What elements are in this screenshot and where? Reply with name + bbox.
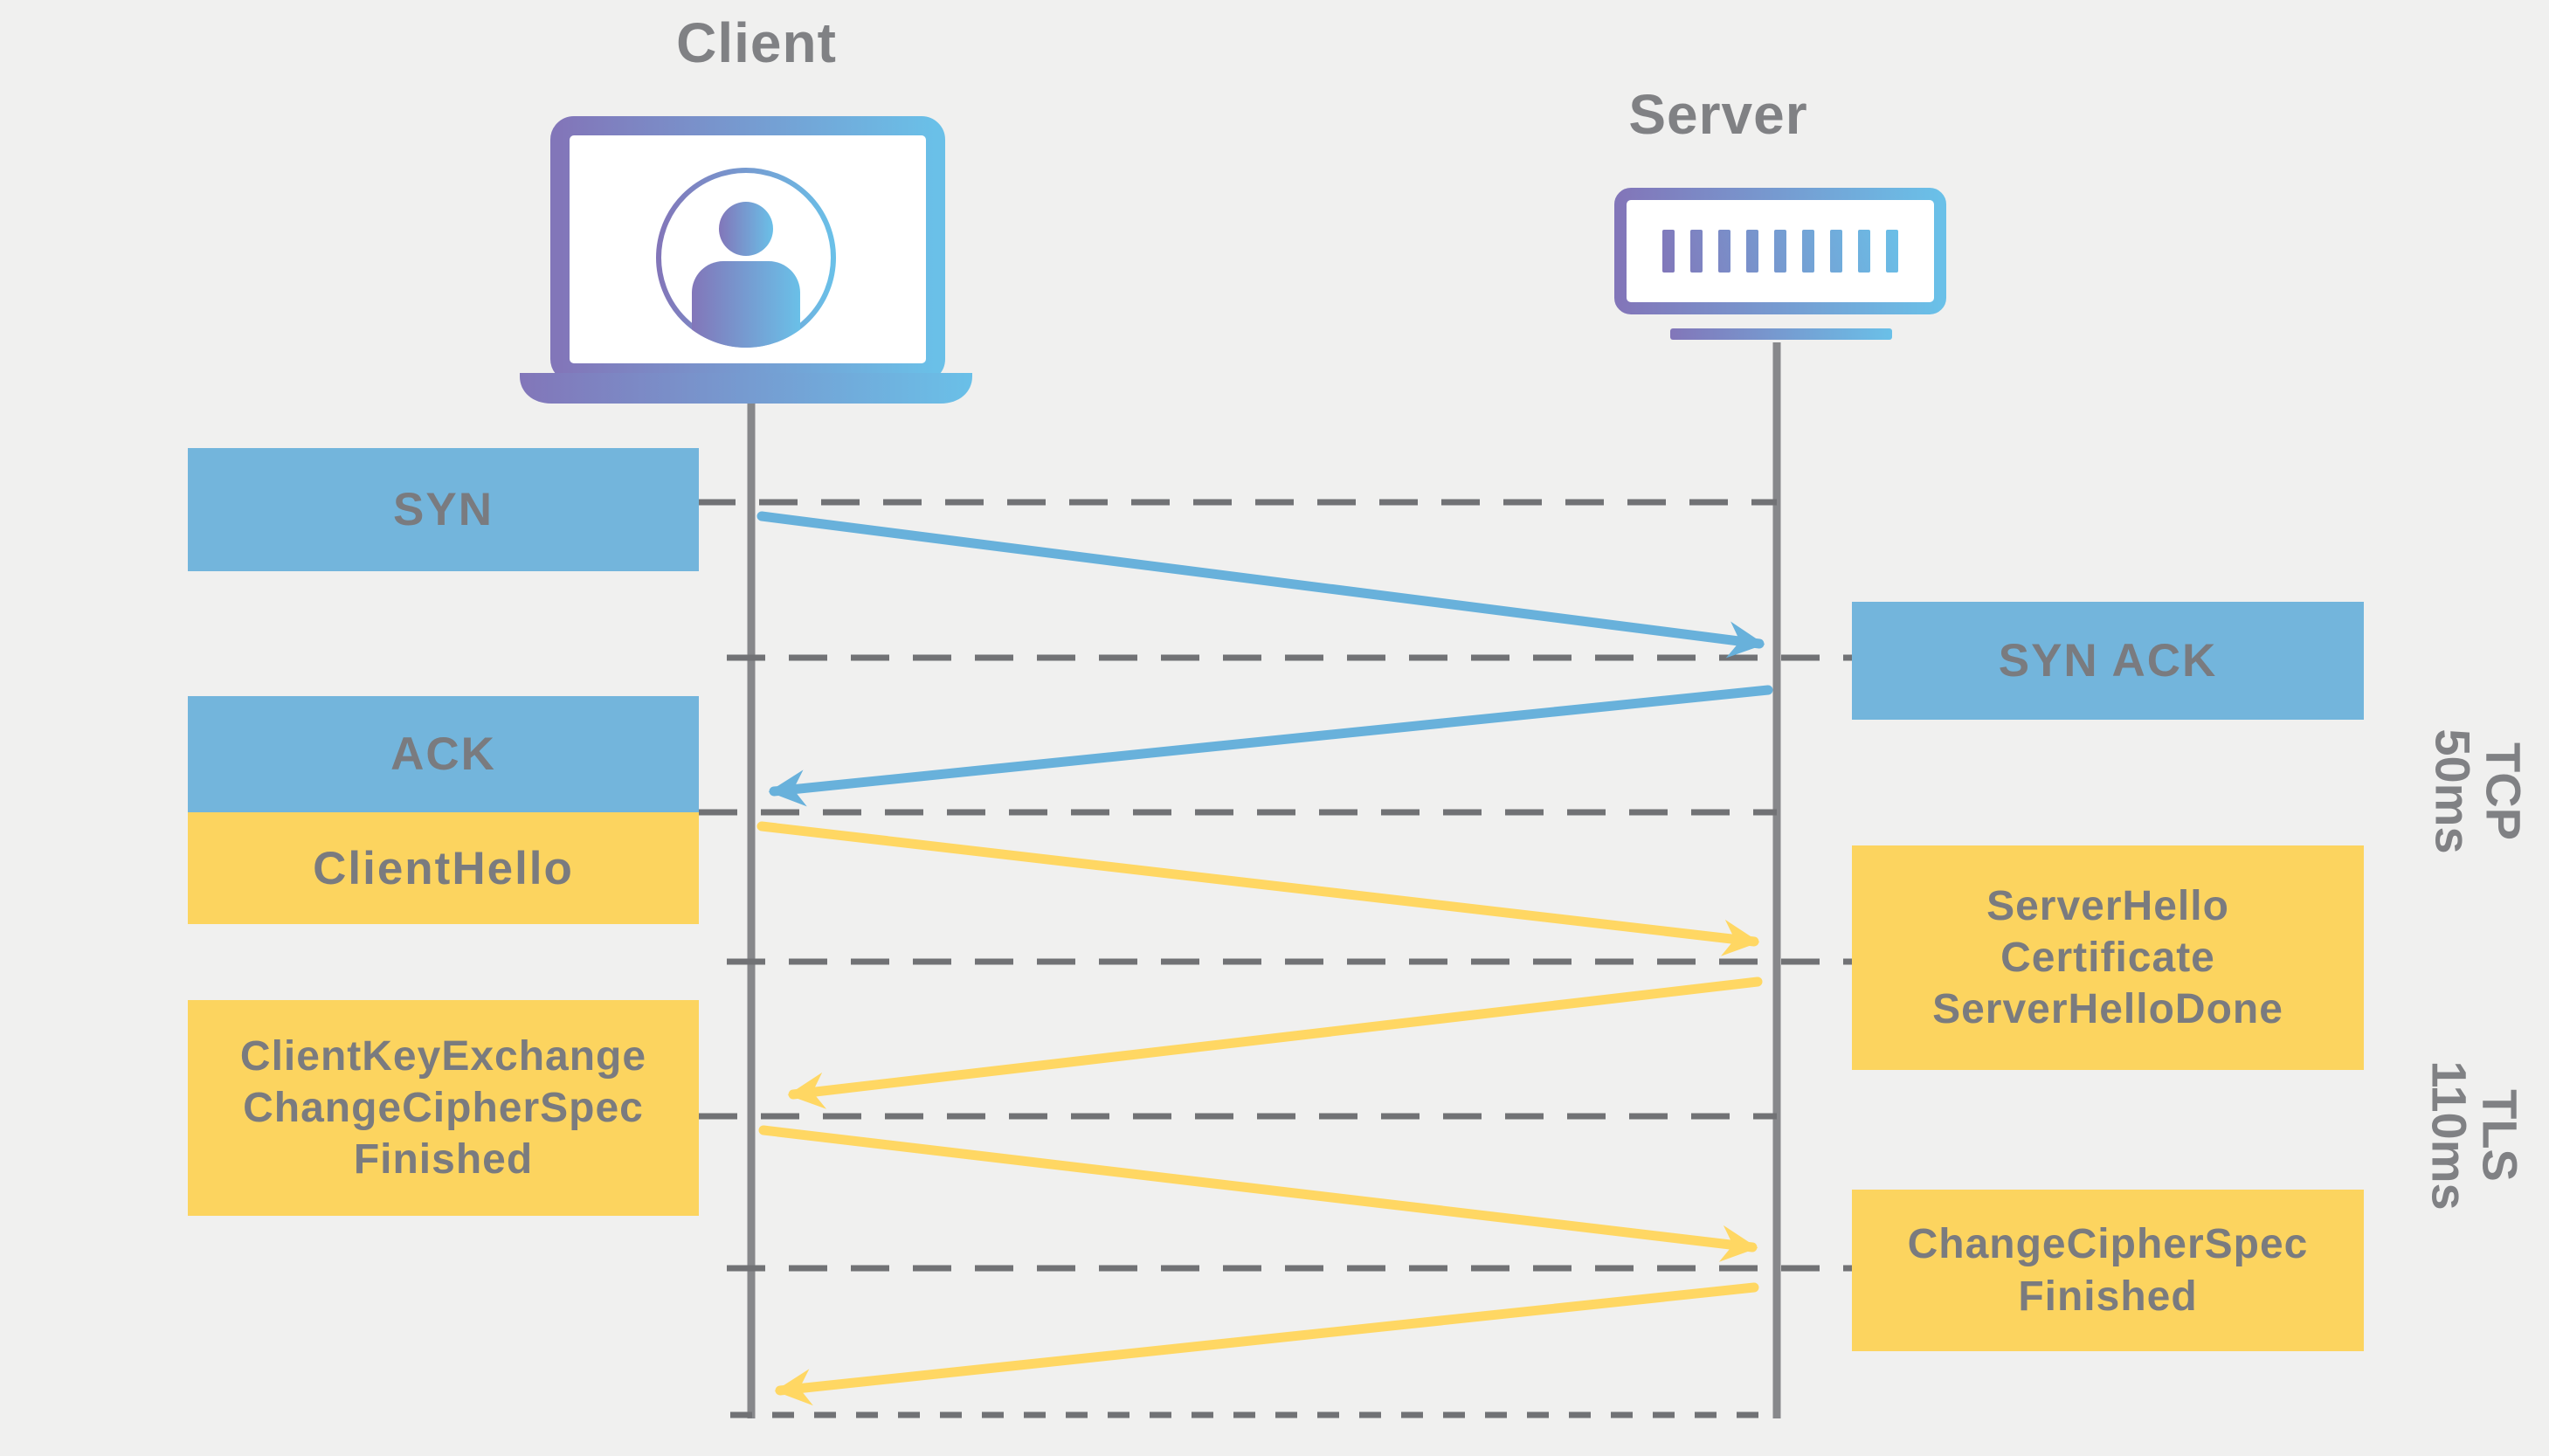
message-box-syn: SYN [188, 448, 699, 571]
server-title: Server [1628, 83, 1808, 146]
phase-duration: 110ms [2422, 1060, 2477, 1211]
arrow-changecipherspec [774, 1282, 1759, 1406]
phase-label-tls: TLS 110ms [2422, 1060, 2528, 1211]
laptop-icon [520, 116, 972, 404]
message-box-changecipherspec: ChangeCipherSpec Finished [1852, 1190, 2364, 1351]
phase-duration: 50ms [2426, 728, 2481, 854]
arrow-clienthello [756, 821, 1760, 956]
arrow-clientkeyexchange [758, 1125, 1758, 1262]
server-slots-icon [1662, 230, 1898, 273]
phase-label-tcp: TCP 50ms [2426, 728, 2532, 854]
message-box-clienthello: ClientHello [188, 812, 699, 924]
arrow-syn [756, 511, 1765, 659]
arrow-serverhello [787, 976, 1763, 1109]
message-box-ack: ACK [188, 696, 699, 812]
phase-protocol: TLS [2472, 1089, 2528, 1182]
phase-protocol: TCP [2476, 742, 2532, 840]
arrow-synack [768, 685, 1773, 807]
message-box-synack: SYN ACK [1852, 602, 2364, 720]
client-title: Client [676, 11, 837, 74]
message-box-serverhello: ServerHello Certificate ServerHelloDone [1852, 845, 2364, 1070]
server-icon [1614, 188, 1946, 340]
message-box-clientkeyexchange: ClientKeyExchange ChangeCipherSpec Finis… [188, 1000, 699, 1216]
